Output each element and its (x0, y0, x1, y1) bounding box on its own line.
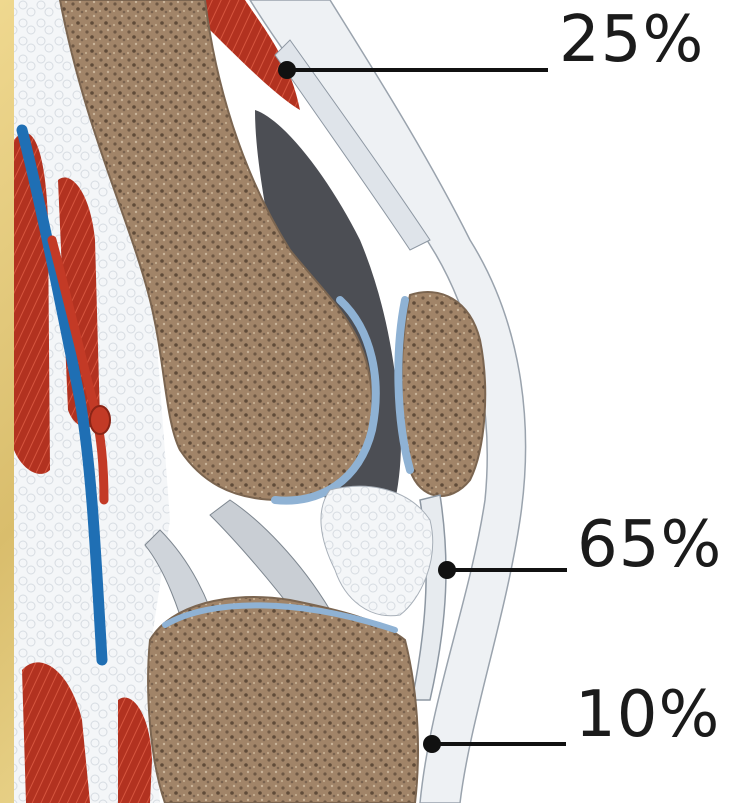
percentage-label-bottom: 10% (575, 683, 720, 747)
artery-cross-section (90, 406, 110, 434)
percentage-label-top: 25% (559, 8, 704, 72)
leader-dot (278, 61, 296, 79)
leader-dot (423, 735, 441, 753)
patella-bone (402, 292, 485, 496)
leader-dot (438, 561, 456, 579)
infrapatellar-fat-pad (321, 486, 433, 616)
percentage-label-middle: 65% (577, 513, 722, 577)
tibia-bone (148, 597, 418, 803)
